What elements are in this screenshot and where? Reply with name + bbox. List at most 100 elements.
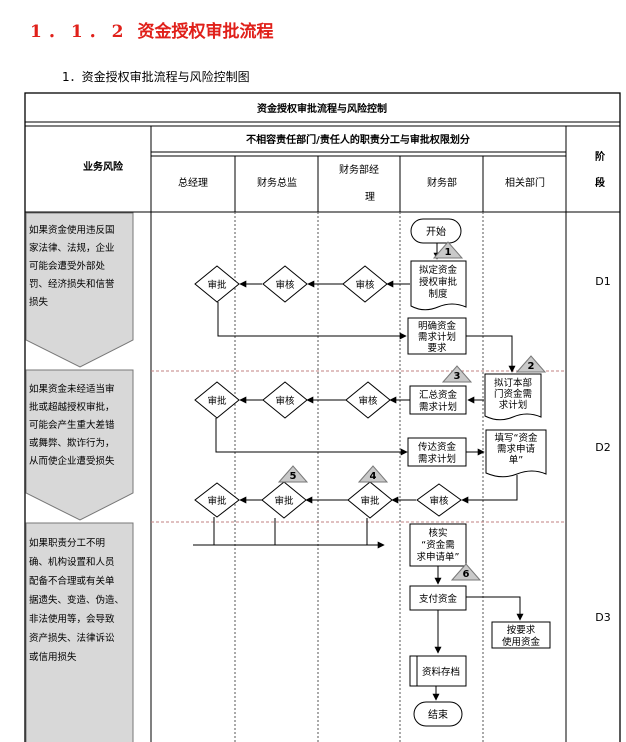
table-frame xyxy=(24,92,621,742)
summarize-plan-line-1: 汇总资金 xyxy=(419,389,458,401)
send-plan-line-1: 传达资金 xyxy=(418,441,457,453)
risk-d1-line-3: 可能会遭受外部处 xyxy=(29,260,106,272)
use-funds-node xyxy=(491,621,551,649)
fill-form-line-3: 单” xyxy=(509,454,524,466)
send-plan-line-2: 需求计划 xyxy=(418,453,456,465)
risk-d2-line-5: 从而使企业遭受损失 xyxy=(29,455,115,467)
approve-label: 审批 xyxy=(207,495,227,507)
risk-descriptions: 如果资金使用违反国家法律、法规，企业可能会遭受外部处罚、经济损失和信誉损失如果资… xyxy=(29,224,124,663)
archive-node xyxy=(409,655,467,687)
control-marker-number: 1 xyxy=(445,247,452,258)
start-node xyxy=(410,218,462,244)
stage-label-d1: D1 xyxy=(595,275,610,288)
draft-system-label: 拟定资金 授权审批 制度 xyxy=(419,264,458,300)
approve-diamond-d2-general-manager xyxy=(194,381,240,419)
use-funds-line-1: 按要求 xyxy=(507,624,536,636)
lane-dividers xyxy=(234,212,484,742)
risk-d1-line-1: 如果资金使用违反国 xyxy=(29,224,115,236)
column-header-finance-director: 财务总监 xyxy=(257,176,297,189)
fill-form-node xyxy=(485,429,547,478)
risk-d3-line-6: 资产损失、法律诉讼 xyxy=(29,632,115,644)
review-label: 审核 xyxy=(358,395,378,407)
risk-d3-line-2: 确、机构设置和人员 xyxy=(29,556,115,568)
approve-label: 审批 xyxy=(360,495,380,507)
review-diamond-d2-finance-director xyxy=(262,381,308,419)
control-marker-2: 2 xyxy=(515,355,547,373)
fill-form-line-1: 填写“资金 xyxy=(495,432,538,444)
control-marker-number: 5 xyxy=(290,471,297,482)
approve-label: 审批 xyxy=(207,279,227,291)
control-marker-number: 4 xyxy=(370,471,377,482)
review-label: 审核 xyxy=(429,495,449,507)
risk-d2-line-2: 批或超越授权审批， xyxy=(29,401,115,413)
approve-diamond-d2-general-manager-final xyxy=(194,482,240,518)
draft-system-line-3: 制度 xyxy=(428,288,448,300)
division-header: 不相容责任部门/责任人的职责分工与审批权限划分 xyxy=(246,133,470,146)
control-marker-number: 3 xyxy=(454,371,461,382)
risk-d3-line-1: 如果职责分工不明 xyxy=(29,537,105,549)
summarize-plan-node xyxy=(409,385,467,415)
approve-diamond-d2-finance-manager xyxy=(347,481,393,519)
clarify-plan-node xyxy=(407,317,467,355)
use-funds-line-2: 使用资金 xyxy=(502,636,541,648)
verify-form-line-2: “资金需 xyxy=(421,539,454,551)
control-marker-3: 3 xyxy=(441,365,473,383)
risk-d1-line-2: 家法律、法规，企业 xyxy=(29,242,115,254)
verify-form-line-1: 核实 xyxy=(428,527,447,539)
fill-form-line-2: 需求申请 xyxy=(497,443,536,455)
risk-d2-line-1: 如果资金未经适当审 xyxy=(29,383,115,395)
risk-d3-line-3: 配备不合理或有关单 xyxy=(29,575,115,587)
draft-system-line-2: 授权审批 xyxy=(419,276,458,288)
risk-d3-line-4: 据遗失、变造、伪造、 xyxy=(29,594,124,606)
verify-form-node xyxy=(409,523,467,567)
pay-funds-node xyxy=(409,585,467,611)
control-marker-4: 4 xyxy=(357,465,389,483)
pay-funds-label: 支付资金 xyxy=(419,593,458,605)
stage-label-d3: D3 xyxy=(595,611,610,624)
flow-connectors xyxy=(193,243,524,701)
approve-diamond-d1-general-manager xyxy=(194,265,240,303)
approve-label: 审批 xyxy=(207,395,227,407)
review-label: 审核 xyxy=(275,279,295,291)
summarize-plan-line-2: 需求计划 xyxy=(419,401,457,413)
stage-header-top: 阶 xyxy=(595,150,606,163)
review-label: 审核 xyxy=(355,279,375,291)
draft-system-node xyxy=(410,260,467,311)
approve-diamond-d2-finance-director xyxy=(261,481,307,519)
end-node xyxy=(413,701,463,727)
risk-d3-line-5: 非法使用等，会导致 xyxy=(29,613,115,625)
stage-dividers xyxy=(151,370,566,523)
start-label: 开始 xyxy=(426,225,446,238)
draft-system-line-1: 拟定资金 xyxy=(419,264,458,276)
department-plan-node xyxy=(484,373,542,421)
review-label: 审核 xyxy=(275,395,295,407)
review-diamond-d2-finance-department xyxy=(416,483,462,517)
review-diamond-d2-finance-manager xyxy=(345,381,391,419)
control-marker-5: 5 xyxy=(277,465,309,483)
review-diamond-d1-finance-manager xyxy=(342,265,388,303)
department-plan-line-1: 拟订本部 xyxy=(494,377,532,389)
control-marker-number: 2 xyxy=(528,361,535,372)
risk-callout-d2 xyxy=(25,369,134,521)
risk-callout-d1 xyxy=(25,212,134,368)
department-plan-line-3: 求计划 xyxy=(499,399,528,411)
column-header-finance-manager-line1: 财务部经 xyxy=(339,163,379,176)
risk-header: 业务风险 xyxy=(83,160,124,173)
end-label: 结束 xyxy=(428,708,448,721)
clarify-plan-line-1: 明确资金 xyxy=(418,320,457,332)
risk-callout-d3 xyxy=(25,522,134,742)
risk-d1-line-4: 罚、经济损失和信誉 xyxy=(29,278,115,290)
control-marker-1: 1 xyxy=(432,241,464,259)
clarify-plan-line-2: 需求计划 xyxy=(418,331,456,343)
review-diamond-d1-finance-director xyxy=(262,265,308,303)
stage-label-d2: D2 xyxy=(595,441,610,454)
risk-d2-line-3: 可能会产生重大差错 xyxy=(29,419,115,431)
risk-d3-line-7: 或信用损失 xyxy=(29,651,77,663)
approve-label: 审批 xyxy=(274,495,294,507)
verify-form-line-3: 求申请单” xyxy=(417,551,460,563)
clarify-plan-line-3: 要求 xyxy=(427,342,447,354)
column-header-general-manager: 总经理 xyxy=(178,176,208,189)
